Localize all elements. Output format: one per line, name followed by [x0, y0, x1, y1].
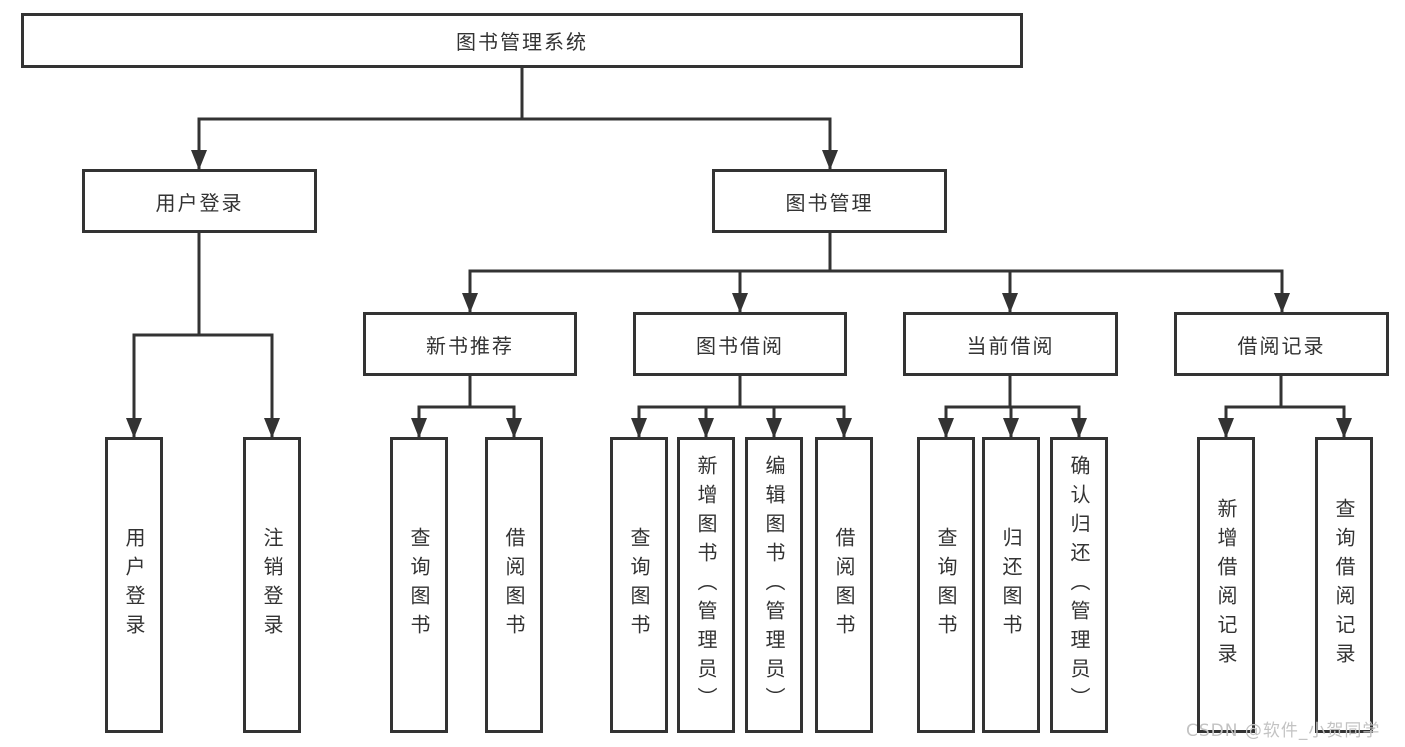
connector-currentborrow-to-leaf1: [938, 405, 1010, 438]
connector-userlogin-to-leaf2: [199, 333, 280, 438]
connector-borrowrecords-to-leaf2: [1281, 405, 1352, 438]
leaf-add-book-admin: 新增图书（管理员）: [677, 437, 735, 733]
node-borrow-records: 借阅记录: [1174, 312, 1389, 376]
leaf-return-books: 归还图书: [982, 437, 1040, 733]
connector-bookmgmt-to-bookborrow: [732, 269, 830, 313]
node-book-management: 图书管理: [712, 169, 947, 233]
connector-bookmgmt-to-borrowrecords: [830, 269, 1290, 313]
connector-bookborrow-to-leaf2: [698, 405, 740, 438]
node-root-library-system: 图书管理系统: [21, 13, 1023, 68]
connector-bookmgmt-to-currentborrow: [830, 269, 1018, 313]
leaf-borrow-books: 借阅图书: [815, 437, 873, 733]
leaf-user-login: 用户登录: [105, 437, 163, 733]
leaf-query-books-recommend: 查询图书: [390, 437, 448, 733]
leaf-confirm-return-admin: 确认归还（管理员）: [1050, 437, 1108, 733]
leaf-edit-book-admin: 编辑图书（管理员）: [745, 437, 803, 733]
leaf-logout: 注销登录: [243, 437, 301, 733]
connector-currentborrow-to-leaf2: [1003, 405, 1019, 438]
connector-bookborrow-to-leaf1: [631, 405, 740, 438]
leaf-query-books-current: 查询图书: [917, 437, 975, 733]
connector-bookborrow-to-leaf3: [740, 405, 782, 438]
leaf-query-borrow-record: 查询借阅记录: [1315, 437, 1373, 733]
connector-borrowrecords-to-leaf1: [1218, 405, 1281, 438]
leaf-borrow-books-recommend: 借阅图书: [485, 437, 543, 733]
connector-root-to-user-login: [191, 117, 522, 170]
connector-bookmgmt-to-newbook: [462, 269, 830, 313]
node-current-borrow: 当前借阅: [903, 312, 1118, 376]
connector-bookborrow-to-leaf4: [740, 405, 852, 438]
connector-newbook-to-leaf2: [470, 405, 522, 438]
node-book-borrow: 图书借阅: [633, 312, 847, 376]
connector-userlogin-to-leaf1: [126, 333, 199, 438]
watermark: CSDN @软件_小贺同学: [1186, 721, 1381, 741]
connector-root-to-book-mgmt: [522, 117, 838, 170]
node-new-book-recommend: 新书推荐: [363, 312, 577, 376]
connector-currentborrow-to-leaf3: [1010, 405, 1087, 438]
node-user-login: 用户登录: [82, 169, 317, 233]
connector-newbook-to-leaf1: [411, 405, 470, 438]
leaf-add-borrow-record: 新增借阅记录: [1197, 437, 1255, 733]
leaf-query-books-borrow: 查询图书: [610, 437, 668, 733]
